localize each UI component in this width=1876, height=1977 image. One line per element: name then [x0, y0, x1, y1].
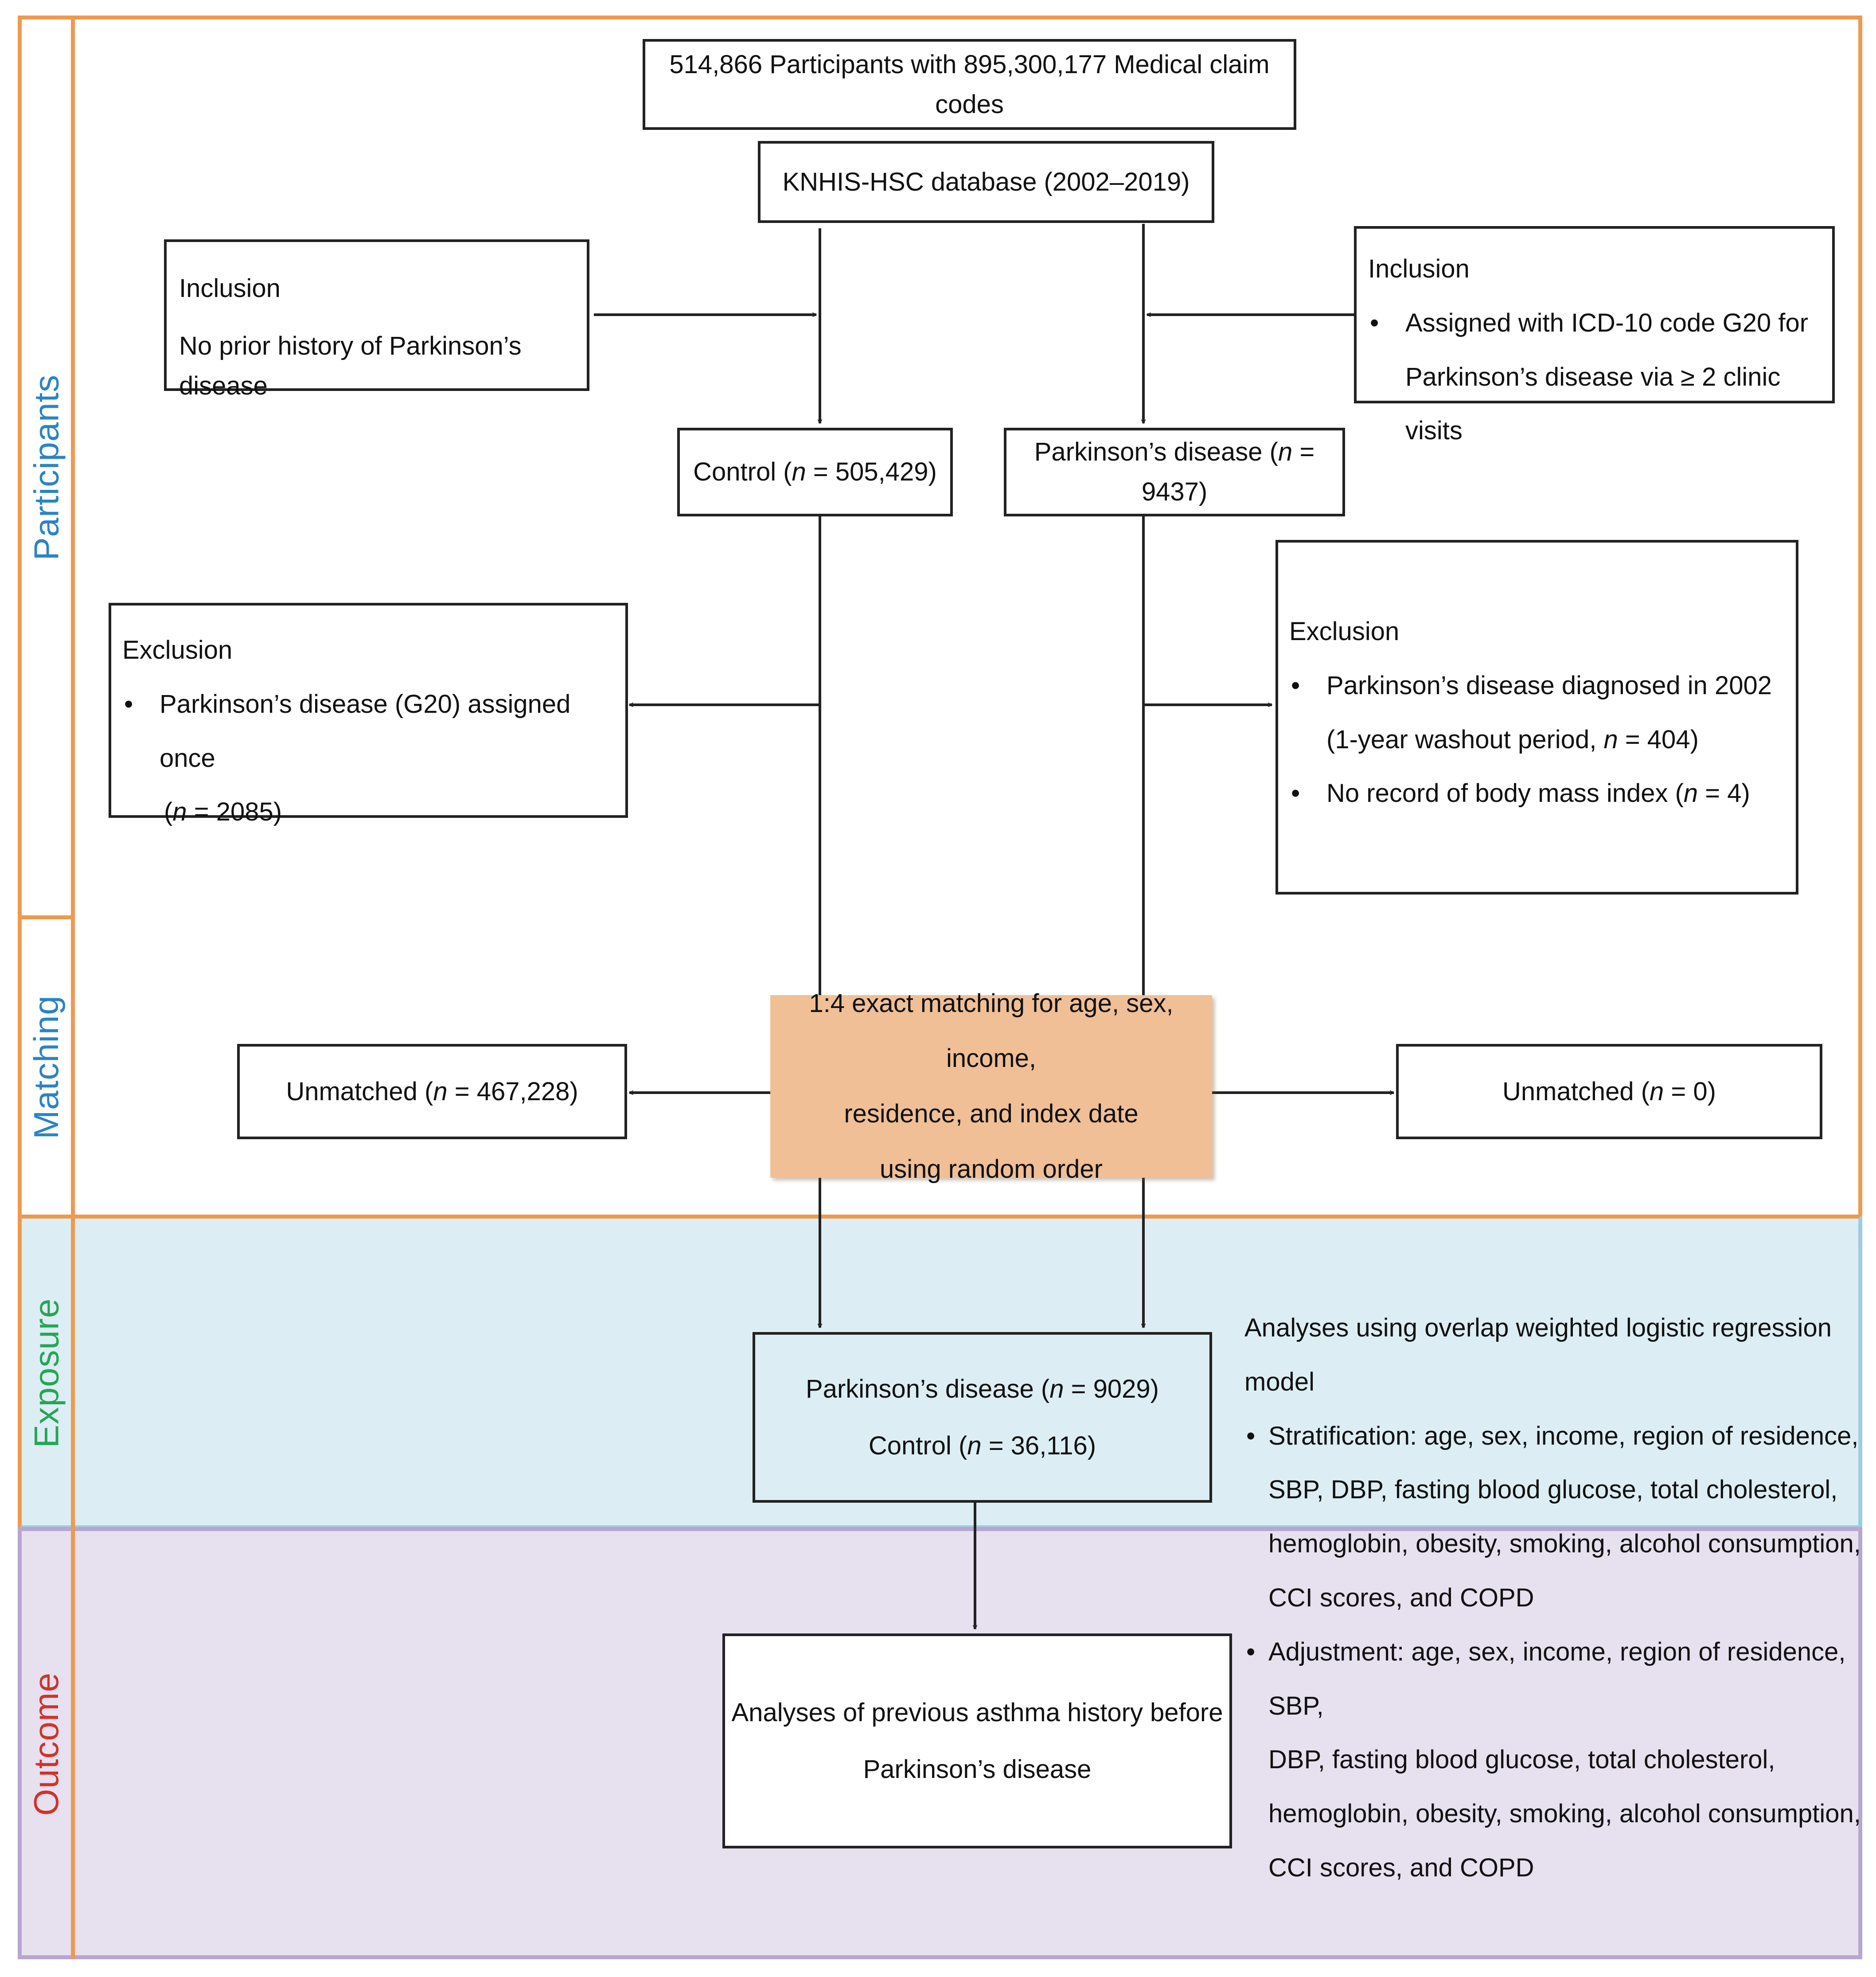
outcome-line2: Parkinson’s disease	[863, 1754, 1092, 1784]
matching-line1: 1:4 exact matching for age, sex, income,	[809, 988, 1174, 1073]
strat-line4: CCI scores, and COPD	[1268, 1583, 1534, 1612]
strat-line2: SBP, DBP, fasting blood glucose, total c…	[1268, 1475, 1838, 1504]
analyses-line1: Analyses using overlap weighted logistic…	[1244, 1313, 1832, 1342]
exclusion-right-box: Exclusion • Parkinson’s disease diagnose…	[1275, 540, 1798, 895]
adj-line2: DBP, fasting blood glucose, total choles…	[1268, 1745, 1775, 1774]
exclusion-left-line1: Parkinson’s disease (G20) assigned once	[160, 689, 571, 773]
total-participants-text: 514,866 Participants with 895,300,177 Me…	[669, 50, 1270, 119]
stage-divider-participants-matching	[18, 915, 75, 919]
inclusion-right-line1: Assigned with ICD-10 code G20 for	[1405, 308, 1809, 337]
adj-line3: hemoglobin, obesity, smoking, alcohol co…	[1268, 1799, 1861, 1829]
inclusion-right-title: Inclusion	[1368, 254, 1470, 283]
bullet-dot: •	[124, 689, 133, 719]
unmatched-right-box: Unmatched (n = 0)	[1396, 1044, 1822, 1139]
bullet-dot: •	[1370, 308, 1379, 337]
label-column-divider	[71, 16, 75, 1959]
database-text: KNHIS-HSC database (2002–2019)	[782, 167, 1190, 196]
unmatched-left-box: Unmatched (n = 467,228)	[237, 1044, 627, 1139]
pd-text: Parkinson’s disease (n = 9437)	[1034, 438, 1315, 506]
bullet-dot: •	[1246, 1637, 1256, 1666]
exclusion-right-line2: (1-year washout period, n = 404)	[1326, 725, 1699, 754]
inclusion-left-box: Inclusion No prior history of Parkinson’…	[164, 239, 589, 400]
inclusion-right-line2: Parkinson’s disease via ≥ 2 clinic visit…	[1405, 362, 1781, 445]
exclusion-right-line1: Parkinson’s disease diagnosed in 2002	[1326, 671, 1772, 700]
matched-cohort-box: Parkinson’s disease (n = 9029) Control (…	[753, 1332, 1212, 1503]
inclusion-right-box: Inclusion • Assigned with ICD-10 code G2…	[1354, 226, 1835, 445]
matching-line2: residence, and index date	[844, 1099, 1139, 1128]
exclusion-left-title: Exclusion	[122, 636, 233, 664]
matching-box: 1:4 exact matching for age, sex, income,…	[770, 989, 1212, 1184]
exclusion-right-title: Exclusion	[1289, 617, 1400, 646]
exclusion-left-bullet: • Parkinson’s disease (G20) assigned onc…	[122, 677, 614, 839]
outcome-box: Analyses of previous asthma history befo…	[722, 1633, 1232, 1848]
analyses-line2: model	[1244, 1367, 1314, 1396]
total-participants-box: 514,866 Participants with 895,300,177 Me…	[643, 39, 1296, 130]
inclusion-left-text: No prior history of Parkinson’s disease	[179, 331, 522, 400]
unmatched-right-text: Unmatched (n = 0)	[1502, 1077, 1716, 1106]
database-box: KNHIS-HSC database (2002–2019)	[758, 141, 1214, 223]
inclusion-right-bullet: • Assigned with ICD-10 code G20 for Park…	[1368, 296, 1821, 458]
pd-box: Parkinson’s disease (n = 9437)	[1004, 428, 1345, 516]
strat-line3: hemoglobin, obesity, smoking, alcohol co…	[1268, 1529, 1861, 1559]
control-box: Control (n = 505,429)	[677, 428, 953, 516]
matched-pd-text: Parkinson’s disease (n = 9029)	[806, 1374, 1159, 1403]
strat-line1: Stratification: age, sex, income, region…	[1268, 1421, 1859, 1450]
bullet-dot: •	[1291, 671, 1300, 700]
exclusion-left-line2: (n = 2085)	[164, 797, 282, 827]
exclusion-left-box: Exclusion • Parkinson’s disease (G20) as…	[109, 603, 628, 826]
unmatched-left-text: Unmatched (n = 467,228)	[286, 1077, 578, 1106]
adj-line1: Adjustment: age, sex, income, region of …	[1268, 1637, 1846, 1720]
inclusion-left-title: Inclusion	[179, 274, 281, 303]
matching-line3: using random order	[880, 1154, 1103, 1184]
exclusion-right-bullet-1: • Parkinson’s disease diagnosed in 2002 …	[1289, 659, 1785, 767]
exclusion-right-line3: No record of body mass index (n = 4)	[1326, 779, 1750, 808]
adjustment-bullet: • Adjustment: age, sex, income, region o…	[1244, 1625, 1865, 1895]
analyses-description: Analyses using overlap weighted logistic…	[1244, 1301, 1865, 1895]
adj-line4: CCI scores, and COPD	[1268, 1853, 1534, 1882]
matched-control-text: Control (n = 36,116)	[868, 1431, 1096, 1460]
bullet-dot: •	[1291, 779, 1300, 808]
exclusion-right-bullet-2: • No record of body mass index (n = 4)	[1289, 766, 1785, 820]
outcome-line1: Analyses of previous asthma history befo…	[731, 1698, 1223, 1727]
bullet-dot: •	[1246, 1421, 1256, 1450]
stratification-bullet: • Stratification: age, sex, income, regi…	[1244, 1409, 1865, 1625]
control-text: Control (n = 505,429)	[693, 457, 937, 487]
